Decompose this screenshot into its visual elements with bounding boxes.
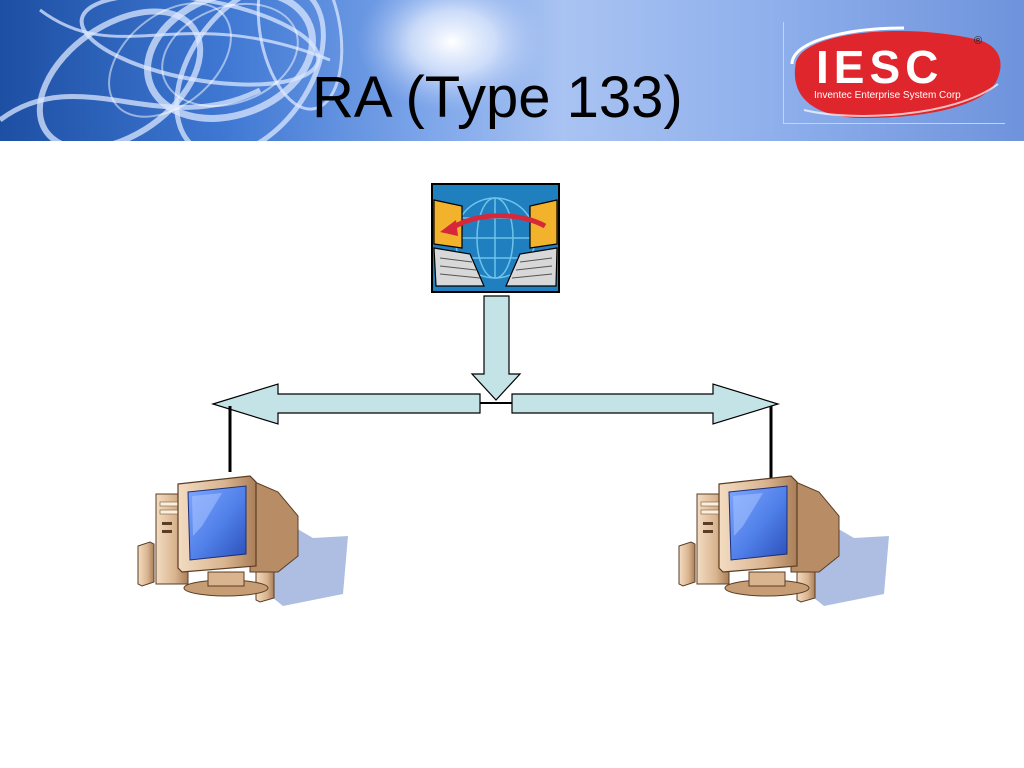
logo-wordmark: IESC xyxy=(816,41,944,93)
left-computer-icon xyxy=(137,475,349,607)
router-globe-icon xyxy=(431,183,560,293)
company-logo: IESC Inventec Enterprise System Corp ® xyxy=(783,22,1005,124)
logo-swoosh-icon xyxy=(790,26,1001,119)
banner-swirl-decoration xyxy=(0,0,547,141)
right-arrow xyxy=(511,383,781,425)
logo-registered-mark: ® xyxy=(974,35,983,47)
right-computer-icon xyxy=(678,475,890,607)
left-arrow xyxy=(210,383,481,425)
logo-subtitle: Inventec Enterprise System Corp xyxy=(814,90,961,101)
down-arrow xyxy=(470,295,522,401)
header-banner: RA (Type 133) IESC Inventec Enterprise S… xyxy=(0,0,1024,141)
slide-title: RA (Type 133) xyxy=(312,65,683,130)
